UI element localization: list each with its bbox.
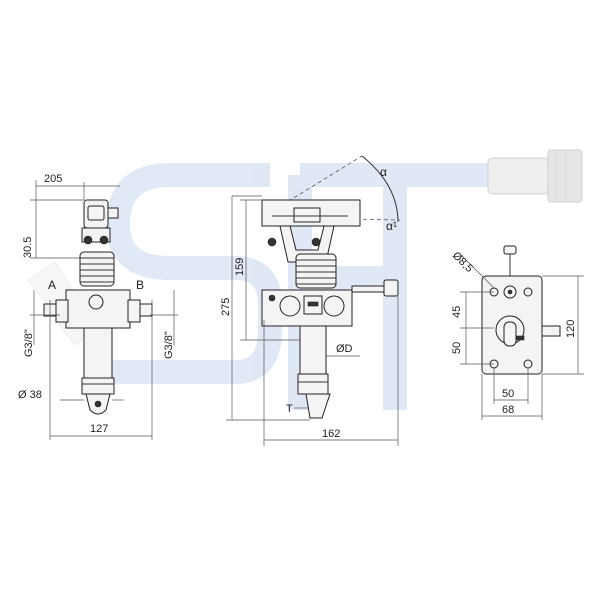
dim-50-vertical-label: 50 — [451, 342, 463, 354]
port-b-label: B — [136, 278, 144, 292]
port-a-label: A — [48, 278, 56, 292]
pump-tube-front — [299, 325, 327, 379]
diameter-38-label: Ø 38 — [18, 389, 42, 401]
front-view: α α¹ ØD — [220, 155, 401, 446]
tank-t-label: T — [286, 403, 293, 415]
dim-top-width: 205 — [44, 173, 62, 185]
dim-overall-width: 127 — [90, 423, 108, 435]
dim-height-total: 275 — [220, 298, 232, 316]
angle-alpha1-label: α¹ — [386, 219, 397, 233]
side-view: 205 30.5 A B G3/ — [18, 173, 178, 440]
dim-overall-length: 162 — [322, 428, 340, 440]
dim-50-horizontal-label: 50 — [502, 388, 514, 400]
dim-45-label: 45 — [451, 306, 463, 318]
release-lever — [351, 285, 387, 293]
thread-right-label: G3/8" — [163, 331, 175, 359]
hole-diameter-label: Ø8,5 — [450, 250, 475, 275]
angle-alpha-label: α — [380, 165, 387, 179]
bellows-front — [295, 253, 337, 289]
bellows-side — [79, 251, 115, 287]
dim-head-height: 30.5 — [22, 237, 34, 258]
dim-68-label: 68 — [502, 404, 514, 416]
diameter-d-label: ØD — [336, 343, 353, 355]
dim-120-label: 120 — [565, 320, 577, 338]
mounting-view: Ø8,5 45 50 120 50 68 — [450, 245, 584, 420]
connector-fitting-image — [487, 149, 583, 203]
thread-left-label: G3/8" — [23, 329, 35, 357]
pump-tube-side — [83, 327, 113, 381]
dim-height-upper: 159 — [234, 258, 246, 276]
